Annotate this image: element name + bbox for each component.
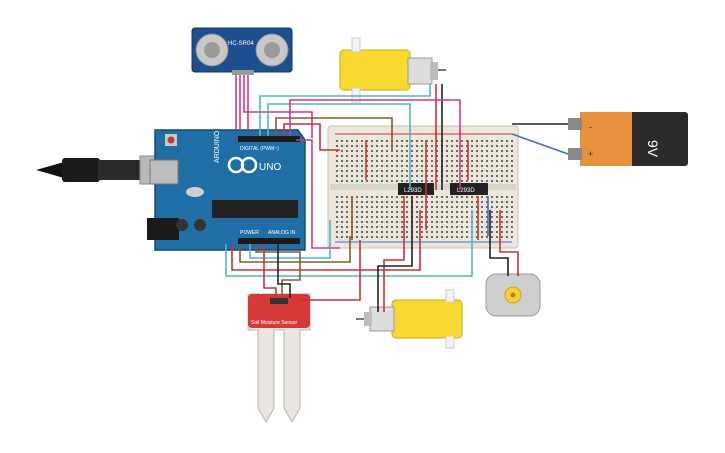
digital-header-label: DIGITAL (PWM~) [240,146,279,152]
battery-9v[interactable]: 9V - + [568,112,688,166]
soil-sensor-label: Soil Moisture Sensor [251,320,297,326]
wire-bottom-motor-a [383,196,405,312]
analog-header-label: ANALOG IN [268,230,296,236]
arduino-brand: ARDUINO [214,130,221,163]
dc-gear-motor-top[interactable] [339,37,446,103]
wire-teal-3 [225,210,473,277]
wire-red-3 [300,240,361,301]
digital-header[interactable] [238,136,300,142]
power-jack [147,218,179,240]
soil-moisture-sensor[interactable]: Soil Moisture Sensor [247,293,311,424]
wire-soil-vcc [263,244,277,298]
motor-driver-ic-1[interactable]: L293D [398,183,434,195]
wire-teal-4 [249,220,331,259]
dc-gear-motor-bottom[interactable] [356,289,463,349]
wire-pink-2 [296,139,340,249]
ultrasonic-sensor[interactable]: HC-SR04 [191,27,293,75]
analog-power-header[interactable] [238,238,300,244]
usb-port [149,159,179,185]
battery-label: 9V [645,140,661,158]
wire-red-1 [283,123,340,151]
wire-teal-1 [259,84,431,136]
arduino-model: UNO [259,162,281,173]
power-header-label: POWER [240,230,259,236]
motor-driver-ic-2[interactable]: L293D [450,183,488,195]
wire-soil-gnd [255,244,301,298]
wire-small-motor-b [499,210,519,276]
wire-brown-1 [275,117,393,150]
wire-soil-signal [277,244,291,298]
wire-brown-2 [239,236,351,263]
wire-ultrasonic-echo [243,75,313,138]
arduino-uno-board[interactable]: ARDUINO UNO DIGITAL (PWM~) POWER ANALOG … [147,129,306,251]
driver-ic-2-label: L293D [457,188,475,194]
battery-minus-label: - [589,122,592,132]
wire-red-2 [231,210,421,271]
usb-cable [36,155,165,185]
driver-ic-1-label: L293D [404,188,422,194]
wire-teal-2 [267,103,411,190]
wire-small-motor-a [489,210,509,276]
wire-battery-pos [511,133,569,155]
wire-pink-1 [289,99,461,190]
battery-plus-label: + [588,149,593,159]
ultrasonic-label: HC-SR04 [228,41,254,47]
wires [225,75,569,312]
wire-bottom-motor-b [377,196,413,312]
atmega-chip [212,200,298,218]
small-dc-motor[interactable] [485,273,541,317]
